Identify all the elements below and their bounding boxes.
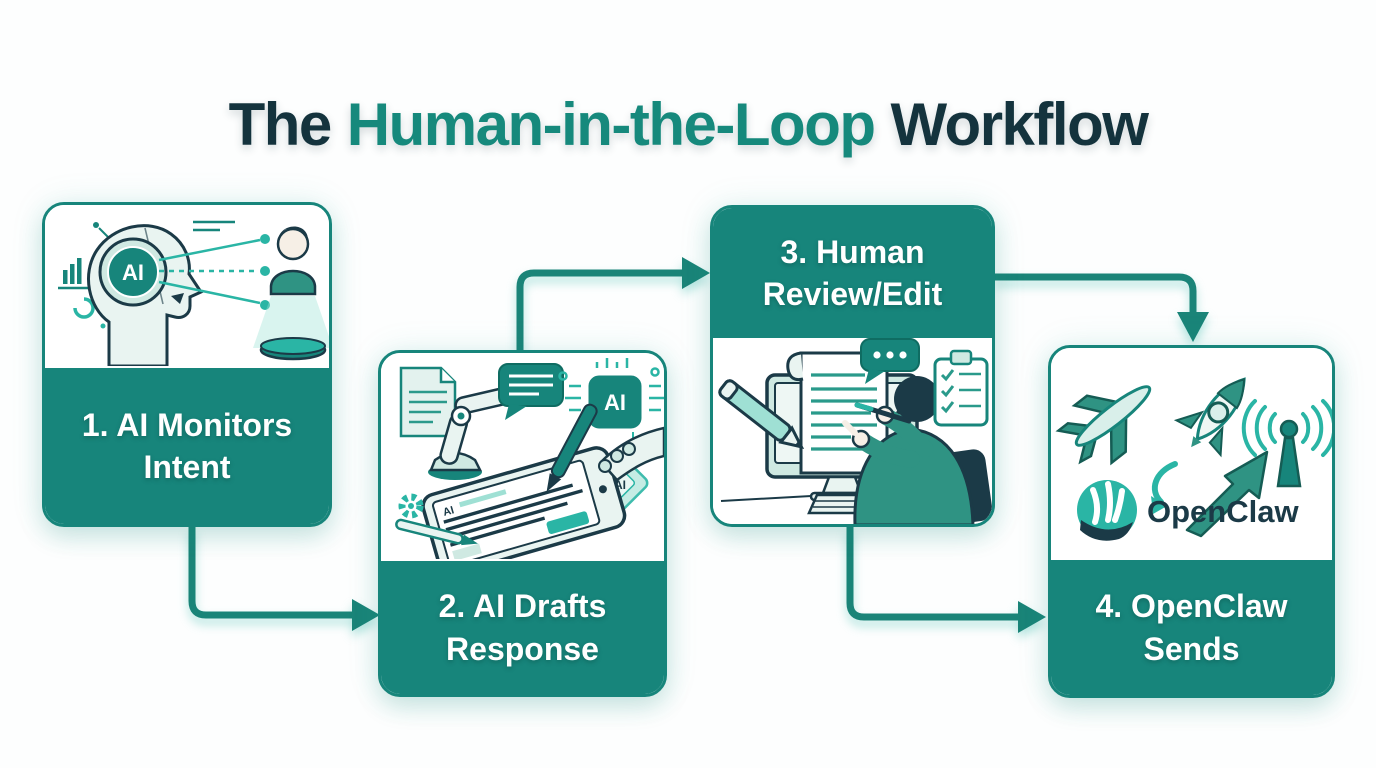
ai-drafts-illustration: AI AI — [395, 357, 664, 559]
arrow-step3-to-step4-side-icon — [846, 527, 1046, 633]
tablet-screen-label: AI — [442, 504, 456, 519]
title-suffix: Workflow — [890, 91, 1149, 159]
pencil-icon — [395, 518, 478, 545]
step-2-box: AI AI — [378, 350, 667, 697]
robot-head-icon: AI — [87, 223, 204, 366]
step-4-box: OpenClaw 4. OpenClaw Sends — [1048, 345, 1335, 698]
pen-icon — [546, 403, 598, 492]
step-3-illustration — [713, 338, 992, 524]
scan-lines-icon — [158, 233, 270, 310]
speech-bubble-icon — [498, 362, 564, 420]
ai-chip-label: AI — [604, 390, 626, 415]
step-4-illustration: OpenClaw — [1051, 348, 1332, 560]
document-icon — [399, 366, 457, 437]
airplane-icon — [1055, 385, 1152, 466]
person-icon — [269, 225, 317, 295]
speech-dots-icon — [860, 338, 920, 384]
robot-hand-icon — [598, 426, 664, 482]
step-2-illustration: AI AI — [381, 353, 664, 561]
antenna-icon — [1241, 399, 1332, 488]
clipboard-icon — [933, 349, 989, 427]
ai-badge-label: AI — [122, 260, 144, 285]
openclaw-logo — [1077, 480, 1137, 541]
step-2-label: 2. AI Drafts Response — [381, 561, 664, 694]
rocket-icon — [1173, 377, 1246, 458]
step-1-illustration: AI — [45, 205, 329, 368]
step-3-box: 3. Human Review/Edit — [710, 205, 995, 527]
swoosh-icon — [1151, 461, 1178, 514]
person-icon — [842, 376, 975, 524]
pencil-large-icon — [718, 379, 805, 449]
document-scroll-icon — [786, 351, 889, 475]
step-1-label: 1. AI Monitors Intent — [45, 368, 329, 524]
hologram-icon — [253, 295, 329, 360]
gear-icon — [398, 493, 424, 518]
step-3-label: 3. Human Review/Edit — [713, 208, 992, 338]
page-title: The Human-in-the-Loop Workflow — [0, 92, 1376, 158]
arrow-step3-to-step4-top-icon — [995, 273, 1209, 342]
title-prefix: The — [228, 91, 333, 159]
openclaw-sends-illustration: OpenClaw — [1055, 377, 1332, 541]
human-review-illustration — [718, 338, 992, 524]
ai-monitors-illustration: AI — [58, 220, 329, 366]
openclaw-wordmark: OpenClaw — [1147, 494, 1299, 529]
title-highlight: Human-in-the-Loop — [346, 91, 876, 159]
step-1-box: AI — [42, 202, 332, 527]
arrow-step1-to-step2-icon — [188, 527, 380, 631]
arrow-step2-to-step3-icon — [516, 257, 710, 350]
step-4-label: 4. OpenClaw Sends — [1051, 560, 1332, 695]
send-arrow-icon — [1185, 450, 1269, 538]
